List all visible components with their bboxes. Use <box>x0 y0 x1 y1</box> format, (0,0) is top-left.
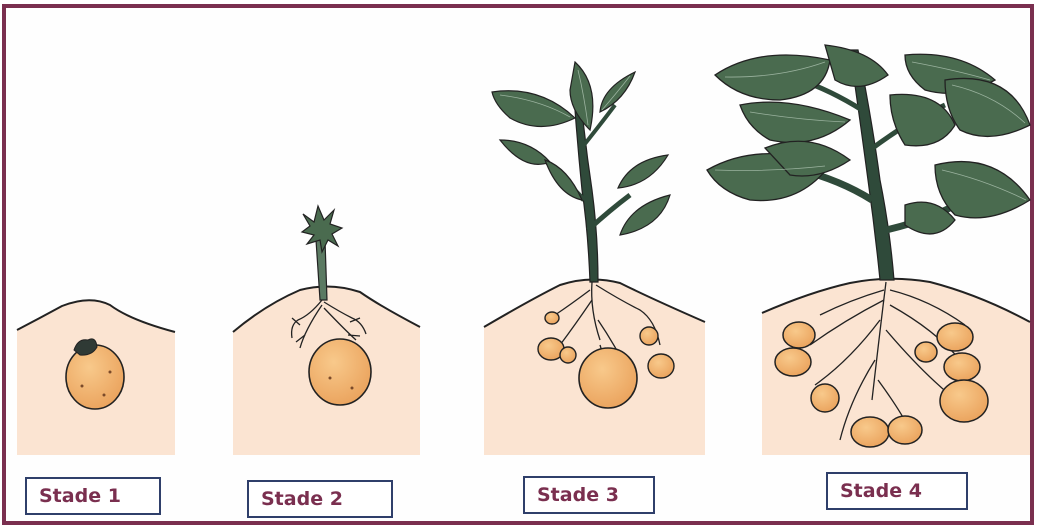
stage-4-leaf <box>935 162 1030 218</box>
stage-3-tuber <box>560 347 576 363</box>
stage-4-leaf <box>740 102 850 142</box>
stage-4-illustration <box>707 45 1030 455</box>
stage-3-leaf <box>500 140 550 164</box>
stage-4-tuber <box>944 353 980 381</box>
stage-2-label: Stade 2 <box>247 480 393 518</box>
stage-4-tuber <box>811 384 839 412</box>
stage-1-label: Stade 1 <box>25 477 161 515</box>
stage-3-tuber <box>579 348 637 408</box>
stage-3-leaf <box>570 62 593 130</box>
stage-2-tuber <box>309 339 371 405</box>
stage-2-shoot-tip <box>302 206 342 252</box>
stage-4-tuber <box>940 380 988 422</box>
stage-3-leaf <box>618 155 668 188</box>
stage-4-label: Stade 4 <box>826 472 968 510</box>
stage-3-tuber <box>648 354 674 378</box>
stage-1-illustration <box>17 300 175 455</box>
stage-4-tuber <box>888 416 922 444</box>
stage-3-leaf <box>492 91 575 127</box>
stage-4-leaf <box>715 55 830 100</box>
stage-2-illustration <box>233 206 420 455</box>
stage-3-leaf <box>620 195 670 235</box>
stage-4-tuber <box>915 342 937 362</box>
stage-4-leaf <box>890 94 955 145</box>
stage-4-tuber <box>775 348 811 376</box>
stage-3-label: Stade 3 <box>523 476 655 514</box>
stage-4-tuber <box>937 323 973 351</box>
stage-3-tuber <box>545 312 559 324</box>
stage-4-leaf <box>945 78 1030 136</box>
stage-3-illustration <box>484 62 705 455</box>
stage-3-tuber <box>640 327 658 345</box>
stage-4-tuber <box>783 322 815 348</box>
stage-1-tuber <box>66 345 124 409</box>
stage-4-tuber <box>851 417 889 447</box>
stage-3-leaf <box>545 160 582 200</box>
